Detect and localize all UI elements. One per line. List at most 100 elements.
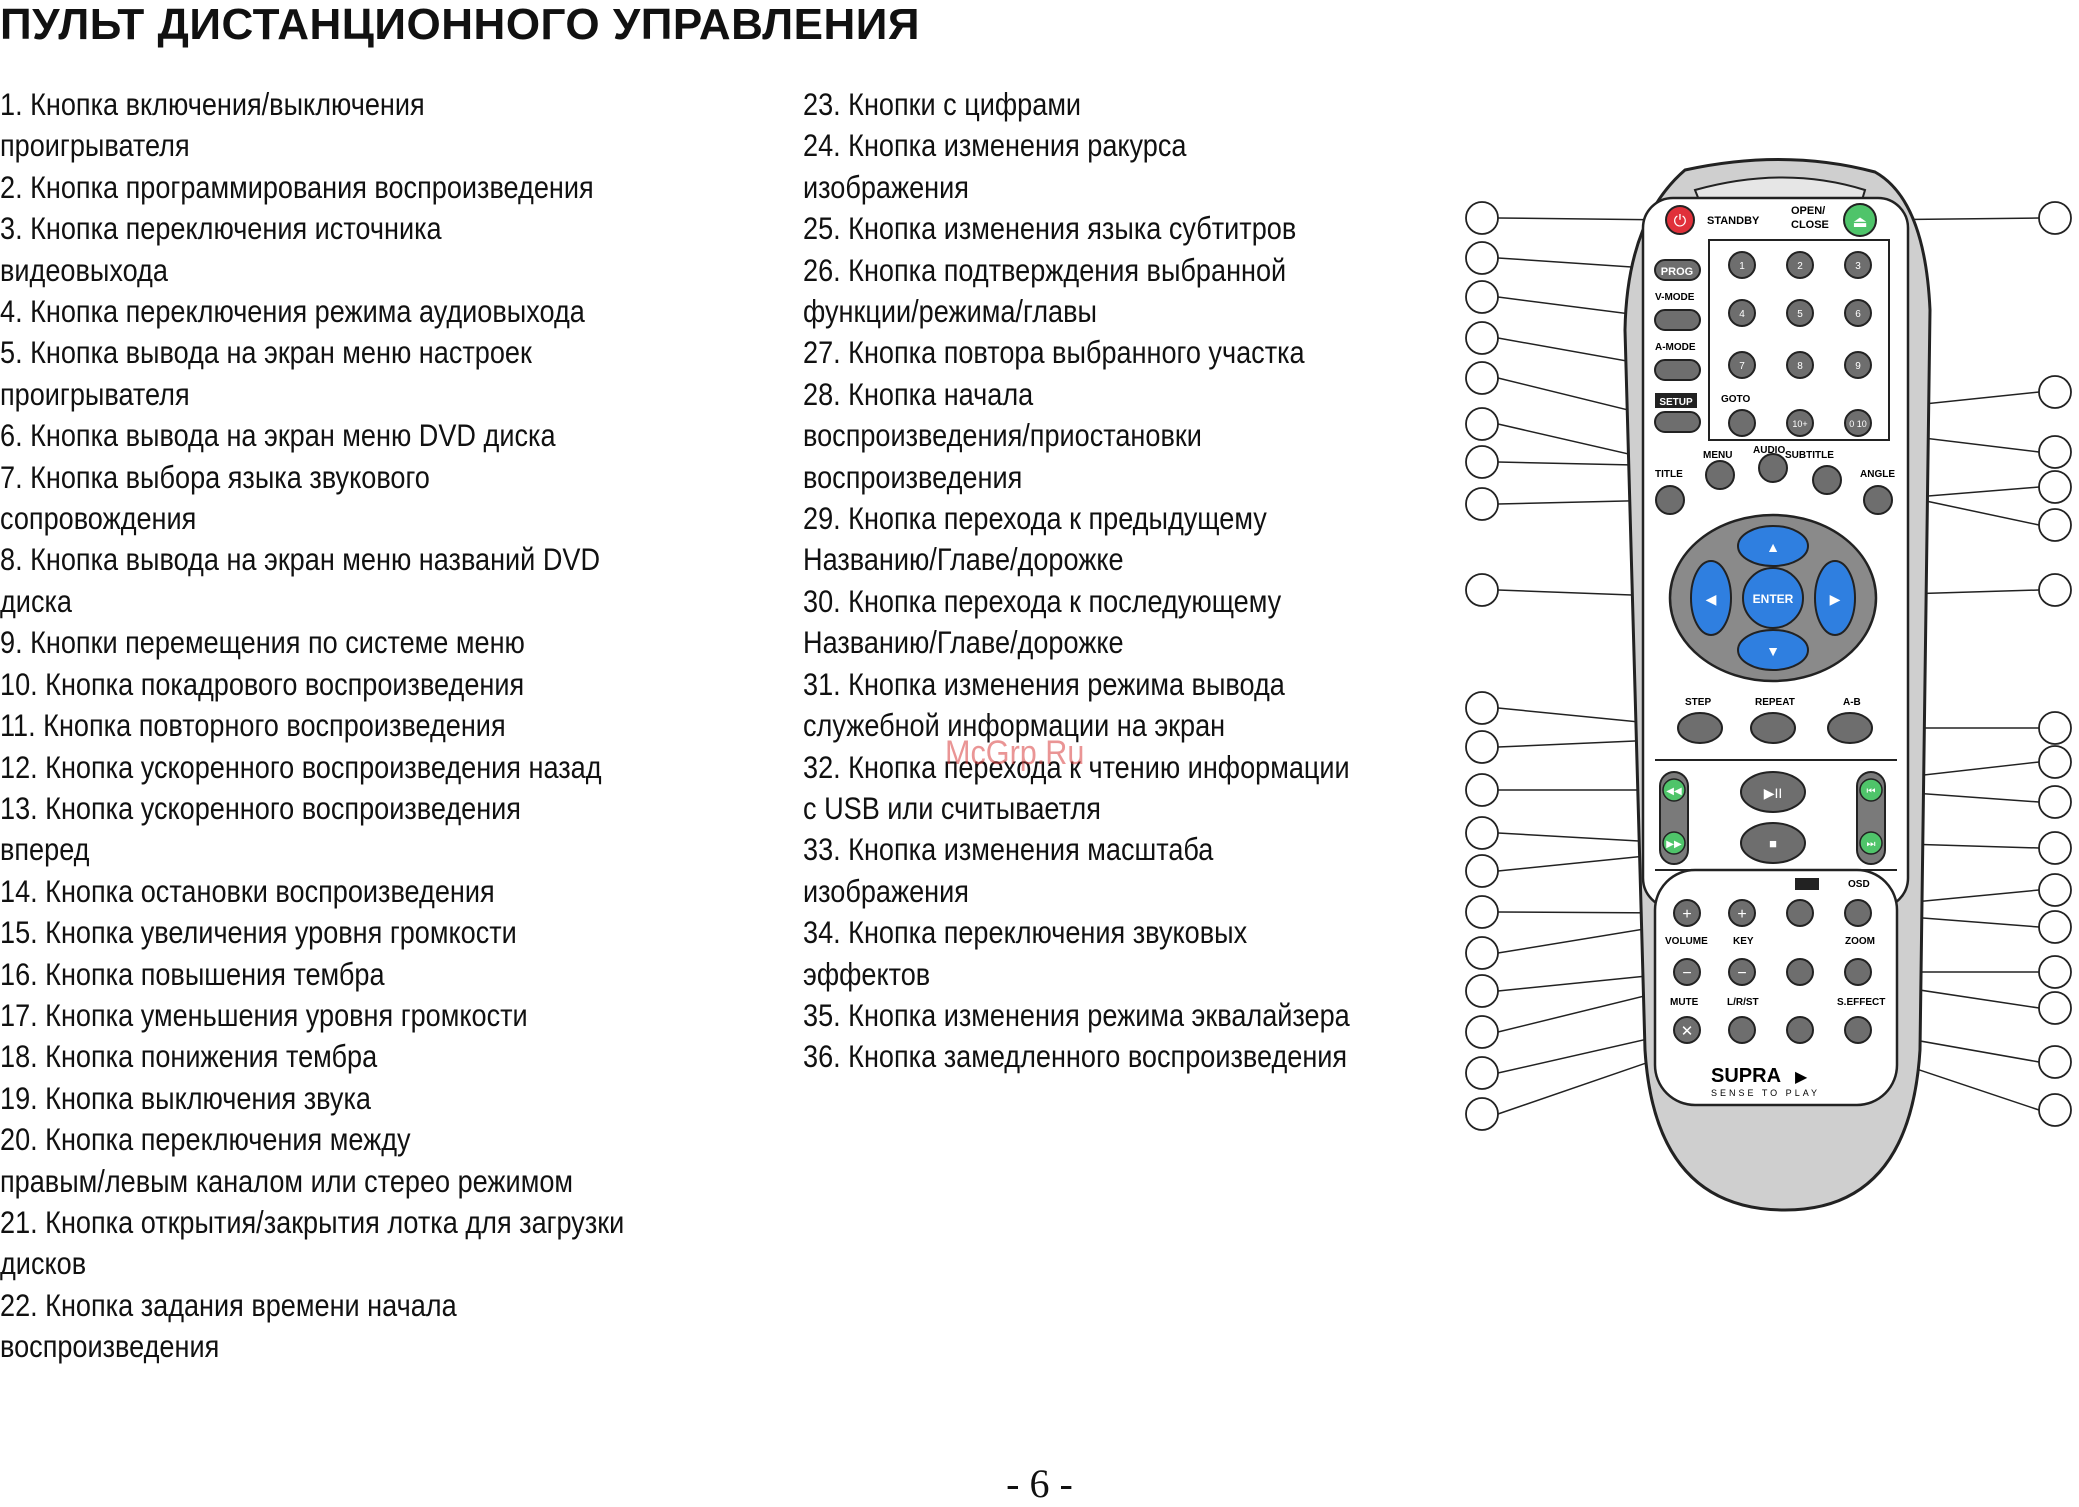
callout-circle (1465, 321, 1499, 355)
legend-line: 29. Кнопка перехода к предыдущему (803, 500, 1267, 537)
forward-button[interactable] (1662, 831, 1686, 855)
legend-line: воспроизведения (803, 458, 1023, 495)
osd-button[interactable] (1844, 899, 1872, 927)
repeat-label: REPEAT (1755, 697, 1795, 708)
callout-circle (2038, 873, 2072, 907)
nav-down-button[interactable] (1737, 629, 1809, 671)
title-button[interactable] (1655, 485, 1685, 515)
step-button[interactable] (1677, 712, 1723, 744)
stop-button[interactable] (1740, 822, 1806, 864)
legend-line: служебной информации на экран (803, 707, 1226, 744)
key-up-button[interactable] (1728, 899, 1756, 927)
enter-button[interactable] (1742, 567, 1804, 629)
rewind-button[interactable] (1662, 778, 1686, 802)
nav-left-button[interactable] (1690, 560, 1732, 636)
minus-icon: − (1682, 965, 1691, 982)
arrow-down-icon: ▼ (1766, 643, 1780, 659)
menu-button[interactable] (1705, 460, 1735, 490)
audio-label: AUDIO (1753, 445, 1785, 456)
digit-button[interactable]: 2 (1786, 251, 1814, 279)
usb-label-box (1795, 878, 1819, 890)
callout-circle (2038, 785, 2072, 819)
arrow-up-icon: ▲ (1766, 539, 1780, 555)
play-logo-icon: ▶ (1795, 1069, 1808, 1086)
play-pause-button[interactable] (1740, 771, 1806, 813)
legend-line: эффектов (803, 955, 931, 992)
digit-button[interactable]: 5 (1786, 299, 1814, 327)
legend-line: 10. Кнопка покадрового воспроизведения (0, 665, 525, 702)
legend-line: правым/левым каналом или стерео режимом (0, 1162, 574, 1199)
digit-button[interactable]: 7 (1728, 351, 1756, 379)
legend-line: Названию/Главе/дорожке (803, 541, 1124, 578)
callout-circle (2038, 711, 2072, 745)
setup-button[interactable] (1654, 411, 1701, 433)
goto-button[interactable] (1728, 409, 1756, 437)
open-close-label: CLOSE (1791, 219, 1829, 231)
callout-circle (1465, 445, 1499, 479)
callout-circle (1465, 407, 1499, 441)
callout-circle (1465, 936, 1499, 970)
plus-icon: + (1682, 906, 1691, 923)
nav-right-button[interactable] (1814, 560, 1856, 636)
digit-button[interactable]: 0 10 (1844, 409, 1872, 437)
lrst-button[interactable] (1728, 1016, 1756, 1044)
angle-button[interactable] (1863, 485, 1893, 515)
arrow-right-icon: ▶ (1830, 591, 1841, 607)
legend-right: 23. Кнопки с цифрами 24. Кнопка изменени… (803, 84, 1583, 1078)
callout-circle (1465, 280, 1499, 314)
callout-circle (2038, 508, 2072, 542)
v-mode-button[interactable] (1654, 309, 1701, 331)
angle-label: ANGLE (1860, 469, 1895, 480)
play-pause-icon: ▶II (1764, 785, 1783, 801)
subtitle-button[interactable] (1812, 465, 1842, 495)
mute-button[interactable] (1673, 1016, 1701, 1044)
standby-button[interactable] (1665, 205, 1695, 235)
callout-circle (1465, 241, 1499, 275)
watermark: McGrp.Ru (945, 734, 1085, 772)
a-mode-button[interactable] (1654, 359, 1701, 381)
volume-up-button[interactable] (1673, 899, 1701, 927)
zoom-button[interactable] (1844, 958, 1872, 986)
title-label: TITLE (1655, 469, 1683, 480)
digit-button[interactable]: 10+ (1786, 409, 1814, 437)
step-label: STEP (1685, 697, 1711, 708)
callout-circle (1465, 487, 1499, 521)
legend-line: Названию/Главе/дорожке (803, 624, 1124, 661)
legend-line: 8. Кнопка вывода на экран меню названий … (0, 541, 601, 578)
repeat-button[interactable] (1750, 712, 1796, 744)
callout-circle (1465, 361, 1499, 395)
prog-button[interactable] (1654, 259, 1701, 281)
key-down-button[interactable] (1728, 958, 1756, 986)
eq-button[interactable] (1786, 958, 1814, 986)
digit-button[interactable]: 4 (1728, 299, 1756, 327)
next-icon: ⏭ (1867, 839, 1876, 850)
volume-down-button[interactable] (1673, 958, 1701, 986)
prog-label: PROG (1661, 266, 1693, 278)
legend-line: 20. Кнопка переключения между (0, 1121, 411, 1158)
digit-button[interactable]: 6 (1844, 299, 1872, 327)
callout-circle (1465, 1097, 1499, 1131)
digit-label: 7 (1739, 361, 1745, 372)
rewind-icon: ◀◀ (1666, 786, 1682, 797)
slow-button[interactable] (1786, 1016, 1814, 1044)
usb-button[interactable] (1786, 899, 1814, 927)
callout-circle (2038, 470, 2072, 504)
digit-button[interactable]: 1 (1728, 251, 1756, 279)
arrow-left-icon: ◀ (1706, 591, 1717, 607)
open-close-button[interactable] (1843, 203, 1877, 237)
a-b-button[interactable] (1827, 712, 1873, 744)
audio-button[interactable] (1758, 453, 1788, 483)
callout-circle (1465, 773, 1499, 807)
legend-left: 1. Кнопка включения/выключения проигрыва… (0, 84, 780, 1368)
prev-button[interactable] (1859, 778, 1883, 802)
digit-button[interactable]: 3 (1844, 251, 1872, 279)
legend-line: проигрывателя (0, 127, 190, 164)
s-effect-button[interactable] (1844, 1016, 1872, 1044)
nav-up-button[interactable] (1737, 525, 1809, 567)
digit-button[interactable]: 9 (1844, 351, 1872, 379)
digit-button[interactable]: 8 (1786, 351, 1814, 379)
next-button[interactable] (1859, 831, 1883, 855)
callout-circle (1465, 201, 1499, 235)
legend-line: 25. Кнопка изменения языка субтитров (803, 210, 1297, 247)
callout-circle (2038, 955, 2072, 989)
